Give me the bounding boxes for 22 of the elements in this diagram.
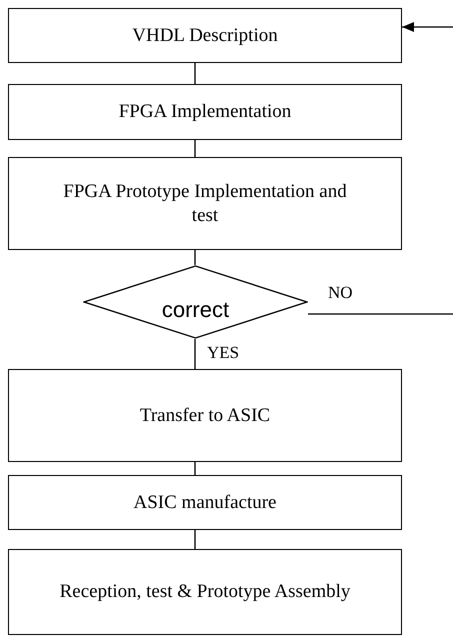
node-text: ASIC manufacture <box>134 490 276 514</box>
connector-line <box>308 313 453 315</box>
node-text: FPGA Prototype Implementation and test <box>62 180 348 228</box>
arrow <box>402 22 453 32</box>
process-box <box>8 549 402 635</box>
process-box <box>8 157 402 250</box>
connector-line <box>194 140 196 157</box>
process-box <box>8 369 402 462</box>
node-text: VHDL Description <box>132 24 278 48</box>
node-text: Transfer to ASIC <box>140 404 270 428</box>
decision-diamond <box>83 265 308 339</box>
node-text: correct <box>162 296 230 324</box>
process-box <box>8 475 402 530</box>
connector-line <box>194 462 196 475</box>
process-box <box>8 8 402 63</box>
connector-line <box>194 63 196 84</box>
node-text: FPGA Implementation <box>118 100 292 124</box>
connector-line <box>194 530 196 549</box>
connector-line <box>194 339 196 369</box>
node-text: Reception, test & Prototype Assembly <box>60 580 350 604</box>
process-box <box>8 84 402 140</box>
connector-line <box>194 250 196 265</box>
